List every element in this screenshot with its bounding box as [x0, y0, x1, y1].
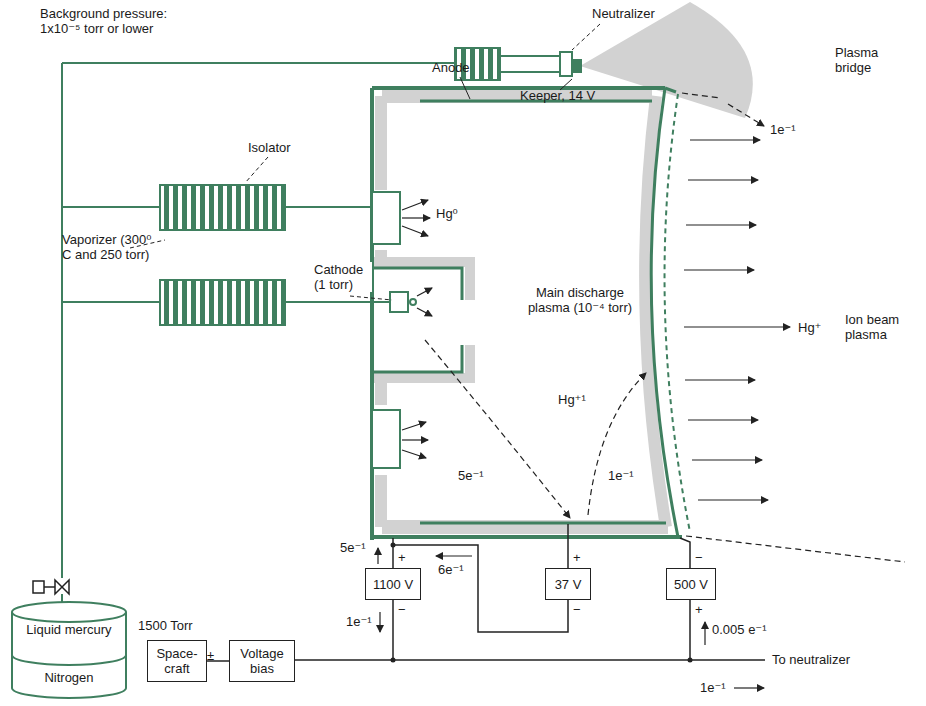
current-label: 1e⁻¹ — [700, 680, 726, 695]
polarity-sign: − — [695, 550, 703, 565]
tank-stroke — [12, 655, 126, 665]
ion-beam-arrows — [684, 140, 790, 500]
tank-stroke — [12, 602, 126, 622]
feed-lines — [62, 63, 455, 578]
power-wiring — [292, 524, 765, 660]
power-supply: 500 V — [666, 568, 716, 600]
polarity-sign: + — [573, 550, 581, 565]
region-label: Main discharge plasma (10⁻⁴ torr) — [520, 285, 640, 315]
current-label: 1e⁻¹ — [346, 614, 372, 629]
species-label: Hg⁺ — [798, 320, 821, 335]
mercury-tank: Liquid mercuryNitrogen — [10, 600, 128, 700]
current-arrows — [378, 548, 764, 688]
power-supply: 1100 V — [365, 568, 421, 600]
part-label: Isolator — [248, 140, 291, 155]
bias-box: Voltage bias — [229, 640, 295, 682]
current-label: 1e⁻¹ — [608, 468, 634, 483]
wire-label: To neutralizer — [772, 652, 850, 667]
particle-paths — [425, 93, 905, 562]
leader-lines — [130, 24, 600, 300]
vaporizer-isolator — [160, 185, 285, 230]
part-label: Anode — [432, 60, 470, 75]
box-label: Voltage bias — [230, 646, 294, 676]
tank-stroke — [12, 612, 126, 698]
species-label: Hg⁺¹ — [558, 392, 586, 407]
tank-label: Liquid mercury — [18, 622, 120, 637]
box-label: 1100 V — [373, 577, 413, 592]
spacecraft-box: Space- craft — [147, 640, 207, 682]
region-label: Ion beam plasma — [845, 312, 915, 342]
box-label: Space- craft — [148, 646, 206, 676]
part-label: Plasma bridge — [835, 45, 895, 75]
part-label: Neutralizer — [592, 6, 655, 21]
current-label: 0.005 e⁻¹ — [712, 622, 767, 637]
power-supply: 37 V — [545, 568, 591, 600]
discharge-chamber — [372, 88, 690, 540]
polarity-sign: ± — [207, 648, 214, 663]
note-text: Background pressure: 1x10⁻⁵ torr or lowe… — [40, 6, 205, 36]
pressure-label: 1500 Torr — [138, 618, 193, 633]
tank-label: Nitrogen — [18, 670, 120, 685]
neutral-flow-arrows — [402, 200, 432, 458]
box-label: 500 V — [674, 577, 708, 592]
current-label: 6e⁻¹ — [438, 562, 464, 577]
current-label: 1e⁻¹ — [770, 122, 796, 137]
polarity-sign: + — [695, 602, 703, 617]
current-label: 5e⁻¹ — [340, 540, 366, 555]
cathode-isolator — [160, 280, 285, 325]
polarity-sign: + — [398, 550, 406, 565]
box-label: 37 V — [555, 577, 582, 592]
polarity-sign: − — [573, 602, 581, 617]
tank-outline — [10, 600, 128, 700]
species-label: Hg⁰ — [436, 206, 458, 221]
current-label: 5e⁻¹ — [458, 468, 484, 483]
plasma-sheath — [372, 96, 668, 527]
part-label: Keeper, 14 V — [520, 88, 595, 103]
part-label: Vaporizer (300⁰ C and 250 torr) — [62, 232, 157, 262]
valve — [33, 580, 69, 602]
neutralizer — [455, 48, 581, 80]
part-label: Cathode (1 torr) — [314, 262, 372, 292]
polarity-sign: − — [398, 602, 406, 617]
